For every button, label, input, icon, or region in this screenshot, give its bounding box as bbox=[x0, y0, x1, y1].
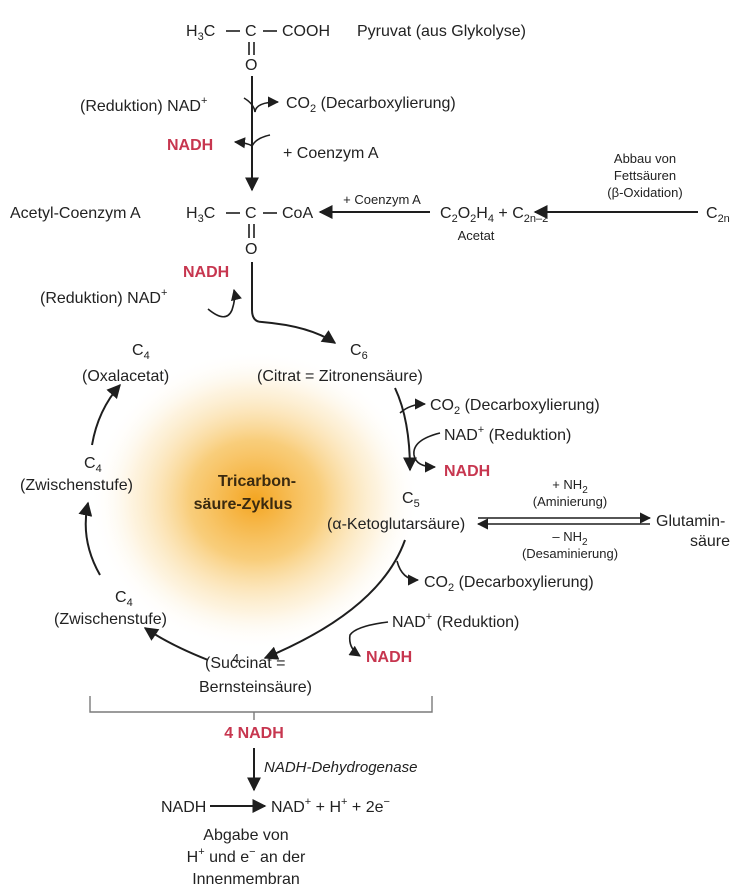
step1-co2-branch bbox=[243, 96, 280, 113]
glutaminsaeure-label-2: säure bbox=[690, 533, 730, 550]
glutaminsaeure-label-1: Glutamin- bbox=[656, 513, 725, 530]
step1-nadh: NADH bbox=[167, 137, 213, 154]
cycle-glow bbox=[90, 350, 420, 650]
cycle-title-1: Tricarbon- bbox=[218, 473, 296, 490]
step1-co2-label: CO2 (Decarboxylierung) bbox=[286, 95, 456, 115]
abbau-label-1: Abbau von bbox=[614, 151, 676, 166]
abgabe-line-1: Abgabe von bbox=[203, 827, 288, 844]
acetat-formula: C2O2H4 + C2n–2 bbox=[440, 205, 548, 225]
arc-succinat-to-c4-low bbox=[143, 627, 209, 661]
c2n-label: C2n bbox=[706, 205, 730, 225]
step2-co2-label: CO2 (Decarboxylierung) bbox=[430, 397, 600, 417]
c4-top-label: C4 bbox=[132, 342, 150, 362]
aminierung-nh2: + NH2 bbox=[552, 477, 588, 496]
summary-bracket bbox=[89, 696, 433, 713]
enzyme-label: NADH-Dehydrogenase bbox=[264, 759, 417, 776]
abgabe-line-3: Innenmembran bbox=[192, 871, 300, 888]
c4-low-label: C4 bbox=[115, 589, 133, 609]
abbau-label-3: (β-Oxidation) bbox=[607, 185, 682, 200]
ketoglutar-label: (α-Ketoglutarsäure) bbox=[327, 516, 465, 533]
step2-nadh: NADH bbox=[444, 463, 490, 480]
abgabe-line-2: H+ und e− an der bbox=[187, 846, 306, 866]
svg-text:H3C: H3C bbox=[186, 23, 215, 43]
arc-citrat-to-ketoglutar bbox=[394, 387, 417, 472]
svg-text:COOH: COOH bbox=[282, 23, 330, 40]
citrat-label: (Citrat = Zitronensäure) bbox=[257, 368, 423, 385]
acetyl-coa-formula: H3C C CoA O bbox=[186, 205, 313, 258]
pyruvat-label: Pyruvat (aus Glykolyse) bbox=[357, 23, 526, 40]
step1-coenzym-label: + Coenzym A bbox=[283, 145, 379, 162]
desaminierung-nh2: – NH2 bbox=[552, 529, 588, 548]
entry-nadh: NADH bbox=[183, 264, 229, 281]
arc-c4-low-to-c4-mid bbox=[78, 501, 101, 576]
c4-mid-label: C4 bbox=[84, 455, 102, 475]
succinat-label-1: (Succinat = bbox=[205, 655, 285, 672]
acetyl-entry-arrow bbox=[251, 262, 337, 344]
svg-text:CoA: CoA bbox=[282, 205, 313, 222]
arc-c4-mid-to-c4-top bbox=[91, 383, 121, 446]
svg-text:C: C bbox=[245, 205, 257, 222]
acetat-coenzym-label: + Coenzym A bbox=[343, 192, 421, 207]
reaction-nadh: NADH bbox=[161, 799, 206, 816]
succinat-superscript: 4 bbox=[232, 651, 239, 666]
abbau-label-2: Fettsäuren bbox=[614, 168, 676, 183]
svg-text:C: C bbox=[245, 23, 257, 40]
step3-nadh-branch bbox=[348, 621, 389, 657]
arc-ketoglutar-to-succinat bbox=[263, 539, 406, 660]
svg-text:O: O bbox=[245, 57, 257, 74]
step3-nad-label: NAD+ (Reduktion) bbox=[392, 611, 519, 631]
c6-label: C6 bbox=[350, 342, 368, 362]
desaminierung-label: (Desaminierung) bbox=[522, 546, 618, 561]
succinat-label-2: Bernsteinsäure) bbox=[199, 679, 312, 696]
aminierung-label: (Aminierung) bbox=[533, 494, 607, 509]
step2-co2-branch bbox=[399, 398, 427, 414]
oxalacetat-label: (Oxalacetat) bbox=[82, 368, 169, 385]
acetat-label: Acetat bbox=[458, 228, 495, 243]
cycle-title-2: säure-Zyklus bbox=[194, 496, 293, 513]
acetyl-coa-label: Acetyl-Coenzym A bbox=[10, 205, 141, 222]
svg-text:O: O bbox=[245, 241, 257, 258]
reaction-products: NAD+ + H+ + 2e− bbox=[271, 796, 390, 816]
step2-nad-label: NAD+ (Reduktion) bbox=[444, 424, 571, 444]
pyruvat-formula: H3C C COOH O bbox=[186, 23, 330, 74]
svg-text:H3C: H3C bbox=[186, 205, 215, 225]
step1-nad-label: (Reduktion) NAD+ bbox=[80, 95, 207, 115]
total-nadh: 4 NADH bbox=[224, 725, 284, 742]
c5-label: C5 bbox=[402, 490, 420, 510]
step3-co2-label: CO2 (Decarboxylierung) bbox=[424, 574, 594, 594]
step3-nadh: NADH bbox=[366, 649, 412, 666]
step2-nadh-branch bbox=[413, 432, 441, 473]
entry-nadh-branch bbox=[207, 288, 242, 318]
step3-co2-branch bbox=[396, 560, 420, 586]
zwischenstufe-1-label: (Zwischenstufe) bbox=[20, 477, 133, 494]
step1-nadh-branch bbox=[233, 134, 271, 149]
entry-nad-label: (Reduktion) NAD+ bbox=[40, 287, 167, 307]
zwischenstufe-2-label: (Zwischenstufe) bbox=[54, 611, 167, 628]
